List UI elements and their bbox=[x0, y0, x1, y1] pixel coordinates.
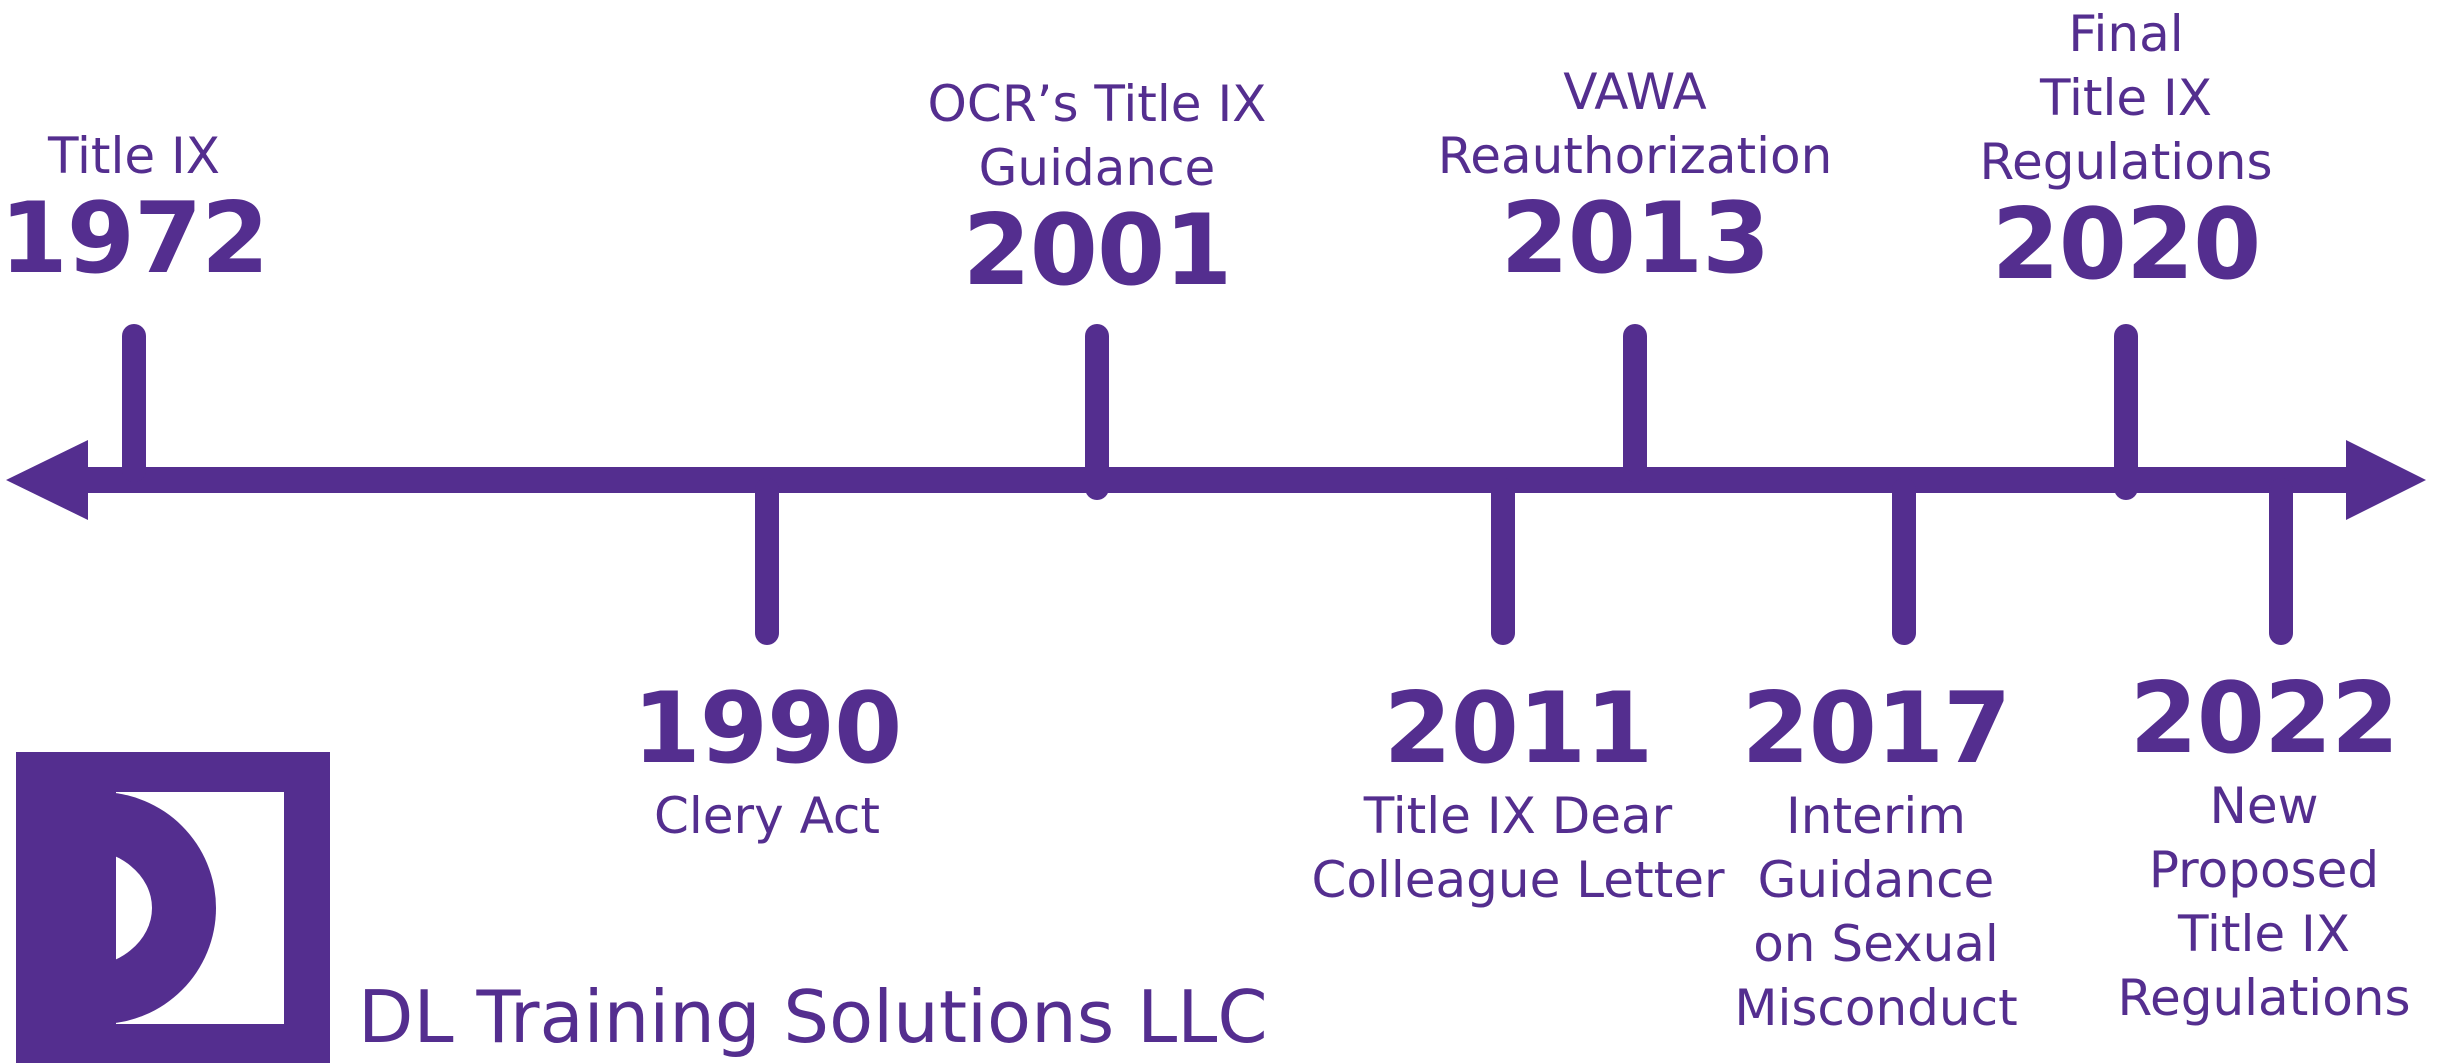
event-2020: Final Title IX Regulations 2020 bbox=[1979, 2, 2272, 294]
timeline-right-arrowhead bbox=[2346, 440, 2426, 520]
event-label: VAWA Reauthorization bbox=[1437, 63, 1833, 185]
event-label: Title IX bbox=[47, 127, 221, 185]
event-year: 1972 bbox=[0, 182, 269, 296]
event-year: 2017 bbox=[1741, 672, 2012, 786]
event-1972: Title IX 1972 bbox=[0, 124, 269, 296]
event-1990: 1990 Clery Act bbox=[632, 672, 903, 848]
timeline-left-arrowhead bbox=[6, 440, 88, 520]
event-2013: VAWA Reauthorization 2013 bbox=[1438, 60, 1833, 288]
event-year: 1990 bbox=[632, 672, 903, 786]
event-2011: 2011 Title IX Dear Colleague Letter bbox=[1311, 680, 1724, 912]
event-label: Final Title IX Regulations bbox=[1979, 5, 2273, 191]
event-year: 2001 bbox=[962, 194, 1233, 308]
company-name: DL Training Solutions LLC bbox=[358, 975, 1268, 1059]
event-2017: 2017 Interim Guidance on Sexual Miscondu… bbox=[1734, 680, 2017, 1040]
event-year: 2011 bbox=[1383, 672, 1654, 786]
event-label: Clery Act bbox=[653, 787, 881, 845]
event-2022: 2022 New Proposed Title IX Regulations bbox=[2117, 670, 2410, 1030]
event-label: OCR’s Title IX Guidance bbox=[927, 75, 1267, 197]
event-2001: OCR’s Title IX Guidance 2001 bbox=[928, 72, 1267, 300]
event-label: Interim Guidance on Sexual Misconduct bbox=[1734, 787, 2018, 1037]
event-year: 2013 bbox=[1500, 182, 1771, 296]
event-label: New Proposed Title IX Regulations bbox=[2117, 777, 2411, 1027]
event-year: 2020 bbox=[1991, 188, 2262, 302]
event-year: 2022 bbox=[2129, 662, 2400, 776]
dl-monogram-icon bbox=[16, 752, 330, 1063]
event-label: Title IX Dear Colleague Letter bbox=[1311, 787, 1725, 909]
